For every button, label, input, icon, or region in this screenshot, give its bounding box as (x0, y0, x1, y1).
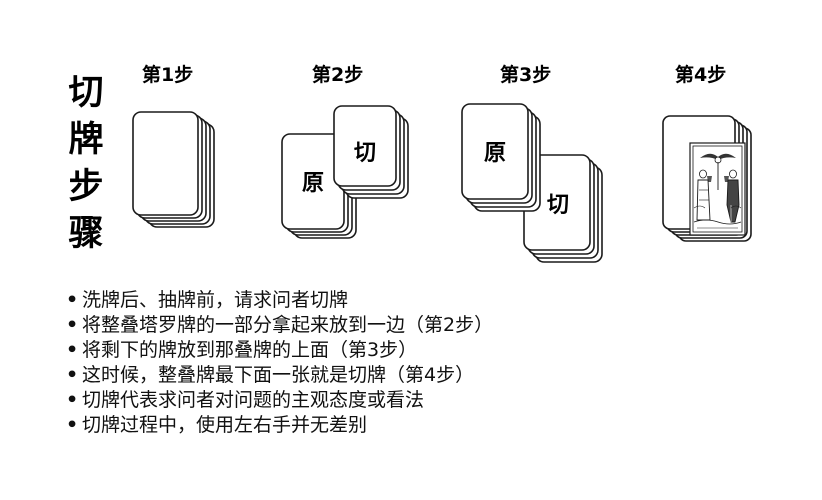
instruction-item: •洗牌后、抽牌前，请求问者切牌 (66, 288, 493, 313)
side-title-char: 步 (68, 167, 104, 207)
step-3-label: 第3步 (500, 64, 552, 86)
step-2-original-card-char: 原 (302, 171, 324, 196)
step-2-cut-pile (333, 105, 409, 199)
step-2-label: 第2步 (312, 64, 364, 86)
side-title: 切 牌 步 骤 (62, 70, 110, 258)
instruction-text: 切牌过程中，使用左右手并无差别 (82, 414, 368, 436)
side-title-char: 切 (68, 73, 104, 113)
side-title-char: 牌 (68, 120, 104, 160)
instruction-text: 将整叠塔罗牌的一部分拿起来放到一边（第2步） (82, 314, 494, 336)
instruction-text: 切牌代表求问者对问题的主观态度或看法 (82, 389, 425, 411)
step-2-cut-card-char: 切 (354, 141, 376, 166)
bullet-icon: • (66, 414, 79, 436)
bullet-icon: • (66, 339, 79, 361)
side-title-char: 骤 (68, 214, 104, 254)
bullet-icon: • (66, 314, 79, 336)
step-1-label: 第1步 (142, 64, 194, 86)
instruction-text: 这时候，整叠牌最下面一张就是切牌（第4步） (82, 364, 475, 386)
step-3-original-card-char: 原 (484, 141, 506, 166)
bullet-icon: • (66, 289, 79, 311)
instruction-text: 洗牌后、抽牌前，请求问者切牌 (82, 289, 349, 311)
step-4-label: 第4步 (675, 64, 727, 86)
instruction-list: •洗牌后、抽牌前，请求问者切牌 •将整叠塔罗牌的一部分拿起来放到一边（第2步） … (66, 288, 493, 438)
instruction-item: •将剩下的牌放到那叠牌的上面（第3步） (66, 338, 493, 363)
bullet-icon: • (66, 364, 79, 386)
instruction-item: •切牌过程中，使用左右手并无差别 (66, 413, 493, 438)
step-3-cut-pile (523, 154, 603, 263)
bullet-icon: • (66, 389, 79, 411)
step-3-original-pile (461, 103, 541, 212)
instruction-item: •切牌代表求问者对问题的主观态度或看法 (66, 388, 493, 413)
step-1-deck (132, 111, 215, 228)
tarot-card-picture (689, 142, 746, 236)
instruction-item: •将整叠塔罗牌的一部分拿起来放到一边（第2步） (66, 313, 493, 338)
instruction-item: •这时候，整叠牌最下面一张就是切牌（第4步） (66, 363, 493, 388)
step-3-cut-card-char: 切 (547, 193, 569, 218)
instruction-text: 将剩下的牌放到那叠牌的上面（第3步） (82, 339, 418, 361)
